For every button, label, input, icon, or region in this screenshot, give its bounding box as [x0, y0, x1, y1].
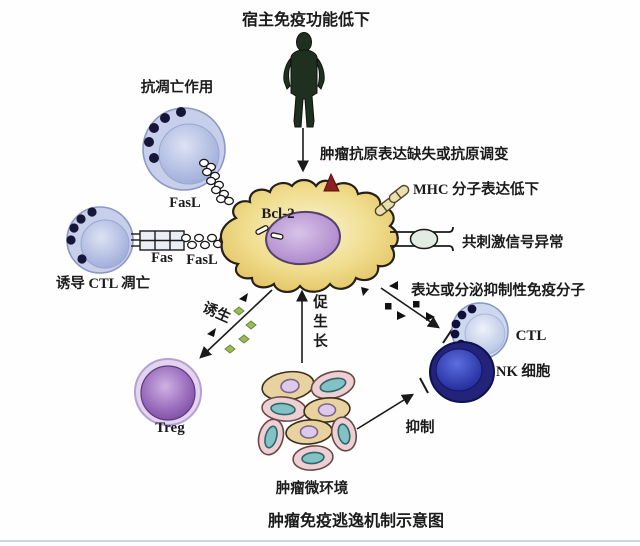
costimulatory-receptor	[390, 226, 454, 252]
host-immune-label: 宿主免疫功能低下	[241, 12, 371, 29]
secreted-green-molecules	[224, 306, 257, 354]
mhc-molecules	[374, 184, 410, 217]
costimulatory-label: 共刺激信号异常	[462, 235, 564, 251]
granule-dots	[66, 207, 97, 264]
induce-ctl-apoptosis-label: 诱导 CTL 凋亡	[55, 276, 151, 292]
fas-label: Fas	[151, 250, 173, 266]
fas-receptor-ladder	[131, 230, 185, 251]
tumor-microenvironment-label: 肿瘤微环境	[275, 481, 349, 497]
granule-dots	[144, 107, 186, 163]
promote-growth-label: 促生长	[310, 294, 327, 353]
nk-cell	[429, 341, 495, 403]
arrow-inhibit-nk	[356, 377, 429, 430]
treg-cell	[134, 358, 202, 426]
antigen-loss-label: 肿瘤抗原表达缺失或抗原调变	[320, 147, 509, 163]
black-triangles	[361, 281, 435, 321]
mhc-low-label: MHC 分子表达低下	[413, 182, 540, 198]
antigen-spike	[323, 172, 340, 192]
fasl-upper-label: FasL	[169, 195, 201, 211]
anti-apoptosis-label: 抗凋亡作用	[140, 80, 214, 96]
ctl-apoptosis-cell	[66, 206, 230, 274]
nucleus	[265, 210, 341, 266]
nk-cell-label: NK 细胞	[496, 364, 551, 380]
ctl-label: CTL	[515, 328, 547, 344]
arrow-inhibitory-molecules	[361, 281, 454, 344]
fasl-lower-label: FasL	[186, 252, 218, 268]
inhibition-bar	[419, 377, 429, 394]
inhibitory-molecules-label: 表达或分泌抑制性免疫分子	[411, 283, 585, 299]
human-figure	[283, 32, 325, 128]
tumor-microenvironment	[257, 370, 358, 471]
bcl2-label: Bcl-2	[261, 206, 295, 222]
tumor-cell	[219, 172, 399, 293]
treg-label: Treg	[155, 420, 185, 436]
diagram-caption: 肿瘤免疫逃逸机制示意图	[267, 513, 445, 530]
inhibit-label: 抑制	[405, 420, 435, 436]
bcl2-granules	[255, 225, 284, 240]
black-squares	[385, 301, 420, 310]
anti-apoptosis-cell	[142, 107, 235, 206]
bottom-divider	[0, 540, 640, 542]
black-triangles	[207, 293, 248, 337]
fasl-braid-diagonal	[198, 158, 235, 206]
arrow-induce-treg	[199, 289, 273, 359]
